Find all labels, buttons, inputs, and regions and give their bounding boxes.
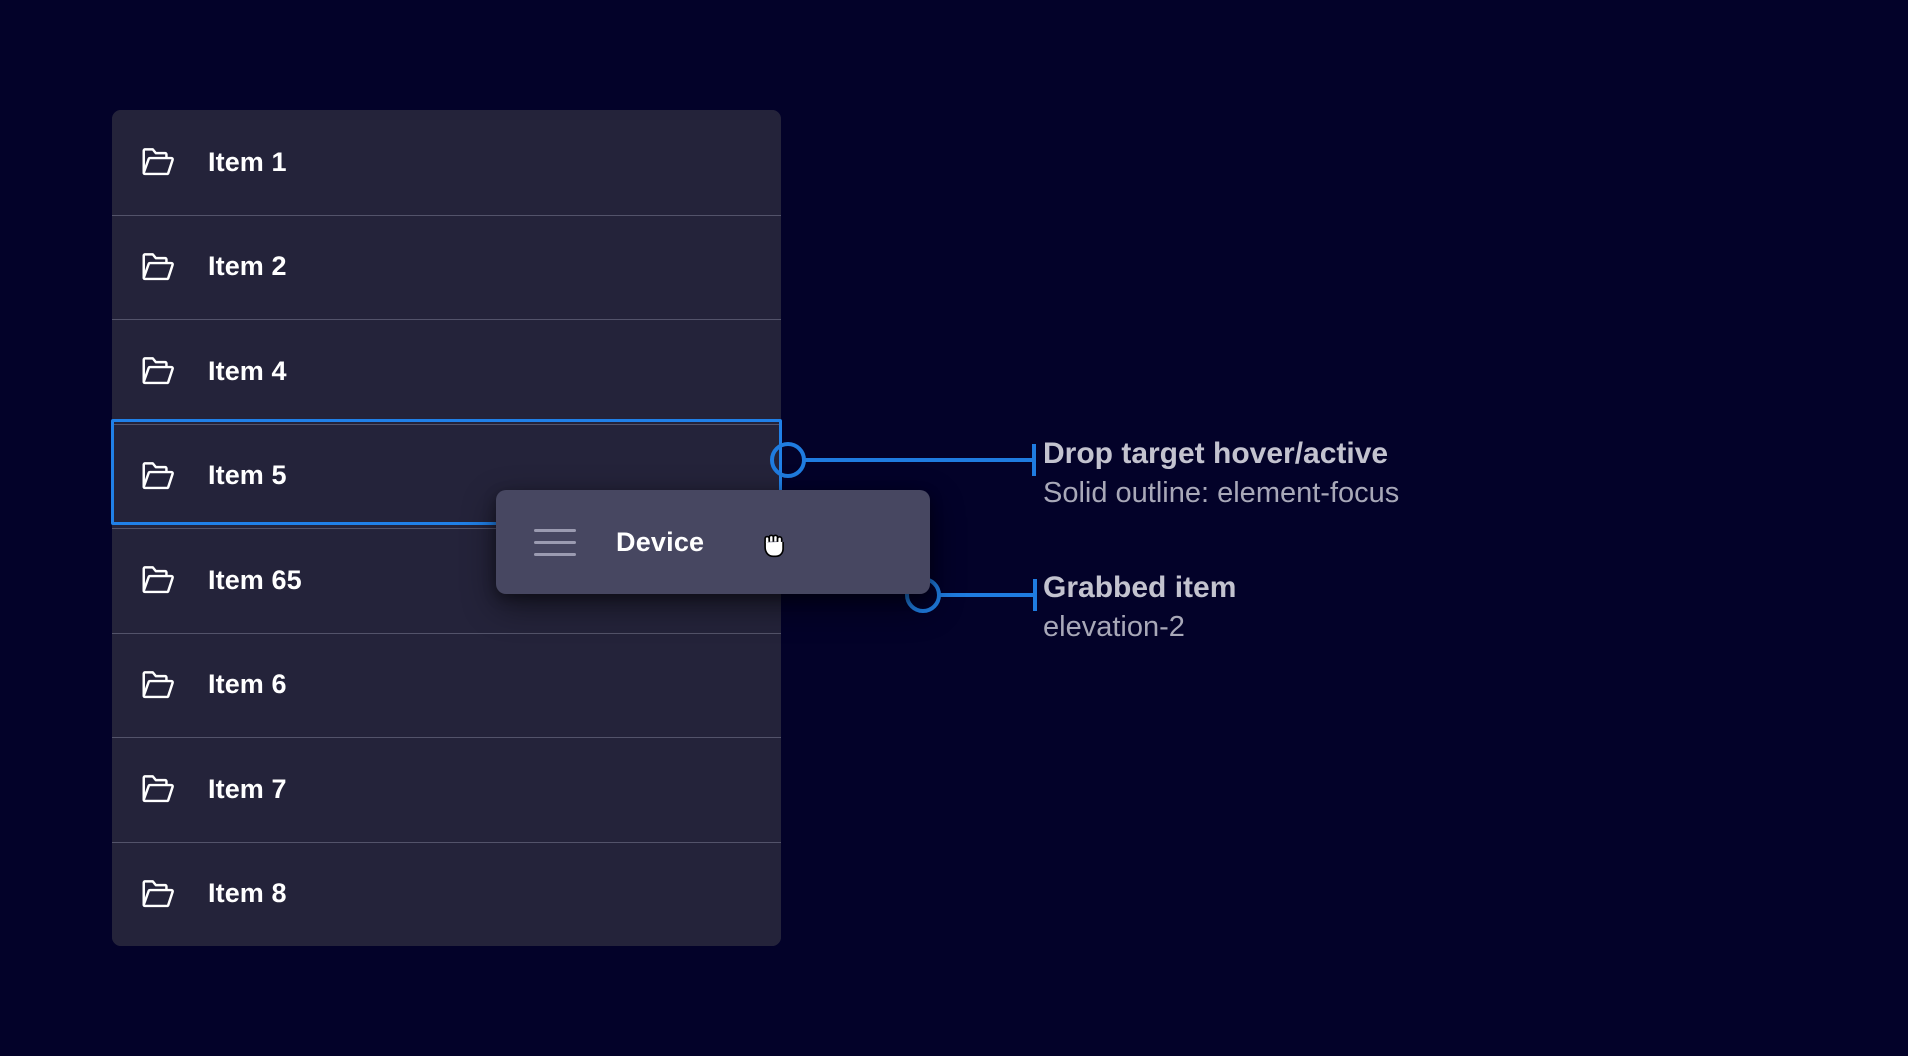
open-folder-icon [136,767,180,811]
file-list-panel: Item 1 Item 2 Item 4 [112,110,781,946]
open-folder-icon [136,558,180,602]
list-item-label: Item 65 [208,564,302,595]
open-folder-icon [136,349,180,393]
list-item[interactable]: Item 4 [112,319,781,424]
callout-leader-drop-target [770,430,1070,490]
list-item-label: Item 1 [208,146,287,177]
list-item-label: Item 2 [208,251,287,282]
callout-title: Drop target hover/active [1043,437,1389,470]
open-folder-icon [136,663,180,707]
grabbed-item-label: Device [616,526,705,557]
list-item[interactable]: Item 7 [112,737,781,842]
grabbing-hand-cursor [760,526,794,562]
open-folder-icon [136,872,180,916]
drag-handle-icon[interactable] [534,521,576,563]
callout-subtitle: Solid outline: element-focus [1043,476,1400,509]
list-item[interactable]: Item 8 [112,841,781,946]
callout-text-grabbed-item: Grabbed item elevation-2 [1043,568,1236,646]
list-item-label: Item 4 [208,355,287,386]
callout-text-drop-target: Drop target hover/active Solid outline: … [1043,434,1399,512]
open-folder-icon [136,454,180,498]
list-item[interactable]: Item 6 [112,632,781,737]
list-item-label: Item 5 [208,460,287,491]
list-item-label: Item 7 [208,773,287,804]
open-folder-icon [136,245,180,289]
grabbed-item-chip[interactable]: Device [496,490,930,594]
list-item-label: Item 8 [208,878,287,909]
list-item[interactable]: Item 2 [112,214,781,319]
callout-subtitle: elevation-2 [1043,610,1185,643]
list-item[interactable]: Item 1 [112,110,781,215]
list-item-label: Item 6 [208,669,287,700]
callout-title: Grabbed item [1043,571,1237,604]
open-folder-icon [136,140,180,184]
